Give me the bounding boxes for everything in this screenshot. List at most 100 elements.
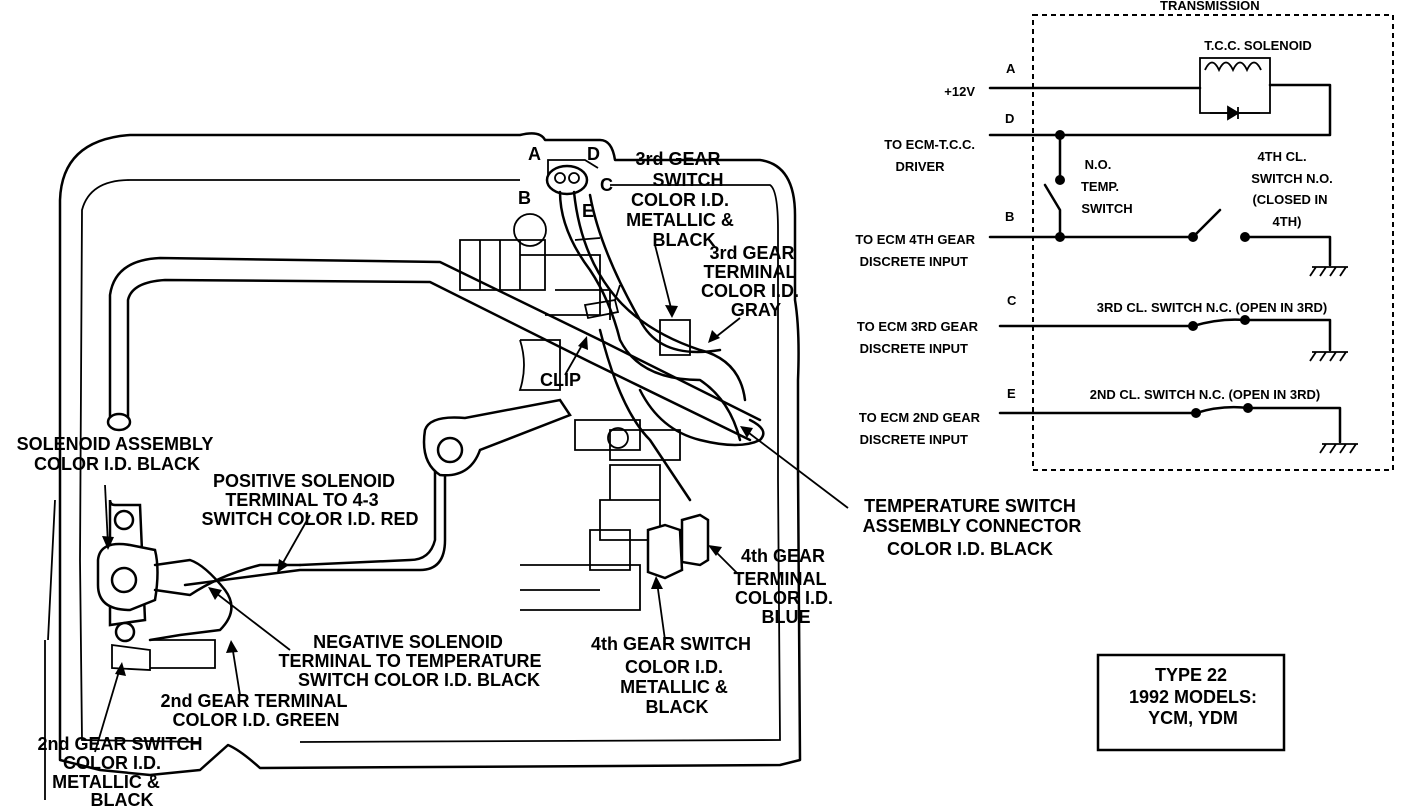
main-tube (108, 256, 762, 422)
fourth-switch-label-1: 4TH CL. (1257, 149, 1306, 164)
fourth-gear-terminal (680, 513, 710, 567)
model-box: TYPE 22 1992 MODELS: YCM, YDM (1096, 653, 1286, 752)
third-switch-label-5: BLACK (653, 230, 716, 250)
pin-d-label: D (1005, 111, 1014, 126)
fourth-terminal-label-3: COLOR I.D. (735, 588, 833, 608)
fourth-terminal-label-1: 4th GEAR (741, 546, 825, 566)
clip-band (574, 237, 620, 320)
third-terminal-label-3: COLOR I.D. (701, 281, 799, 301)
second-switch-label-2: COLOR I.D. (63, 753, 161, 773)
transmission-title: TRANSMISSION (1160, 0, 1260, 13)
ecm-2nd-label-2: DISCRETE INPUT (860, 432, 968, 447)
fourth-switch-label-4: BLACK (646, 697, 709, 717)
conn-b-label: B (518, 188, 531, 208)
conn-c-label: C (600, 175, 613, 195)
negative-terminal-label-3: SWITCH COLOR I.D. BLACK (298, 670, 540, 690)
solenoid-label-2: COLOR I.D. BLACK (34, 454, 200, 474)
connector-bracket (547, 159, 599, 175)
bracket-bolt (436, 436, 464, 464)
second-switch-label-1: 2nd GEAR SWITCH (38, 734, 203, 754)
model-box-line1: TYPE 22 (1155, 665, 1227, 685)
third-switch-label-3: COLOR I.D. (631, 190, 729, 210)
ground-4th (1243, 235, 1332, 267)
line-e (998, 405, 1342, 444)
second-switch-label-3: METALLIC & (52, 772, 160, 792)
plus-12v-label: +12V (944, 84, 975, 99)
model-box-line3: YCM, YDM (1148, 708, 1238, 728)
tube-end (106, 412, 132, 432)
conn-d-label: D (587, 144, 600, 164)
third-terminal-label-4: GRAY (731, 300, 781, 320)
line-c (998, 318, 1332, 352)
center-hole (607, 427, 629, 449)
fourth-terminal-label-4: BLUE (762, 607, 811, 627)
fourth-gear-switch (646, 523, 684, 580)
second-gear-switch (114, 621, 136, 643)
line-b (988, 208, 1222, 239)
electrical-schematic: TRANSMISSION T.C.C. SOLENOID A D B C E +… (855, 0, 1394, 471)
connector-a-e (545, 164, 589, 196)
pin-a-label: A (1006, 61, 1016, 76)
pin-c-label: C (1007, 293, 1017, 308)
solenoid-wire (148, 558, 302, 642)
third-switch-label: 3RD CL. SWITCH N.C. (OPEN IN 3RD) (1097, 300, 1327, 315)
arrow-heads (102, 305, 753, 676)
temp-switch-label-2: TEMP. (1081, 179, 1119, 194)
fourth-switch-label-2: SWITCH N.O. (1251, 171, 1333, 186)
third-switch-label-2: SWITCH (653, 170, 724, 190)
positive-terminal-label-3: SWITCH COLOR I.D. RED (202, 509, 419, 529)
clip-label: CLIP (540, 370, 581, 390)
wire-harness (558, 190, 765, 502)
conn-e-label: E (582, 201, 594, 221)
positive-terminal-label-2: TERMINAL TO 4-3 (225, 490, 378, 510)
fourth-switch-label-1: 4th GEAR SWITCH (591, 634, 751, 654)
temp-switch-label-1: N.O. (1085, 157, 1112, 172)
center-boss (513, 213, 547, 247)
valve-body-inner (79, 179, 781, 743)
transmission-illustration (44, 132, 849, 800)
conn-a-label: A (528, 144, 541, 164)
second-switch-label: 2ND CL. SWITCH N.C. (OPEN IN 3RD) (1090, 387, 1320, 402)
fourth-switch-label-4: 4TH) (1273, 214, 1302, 229)
main-tube-inner (126, 278, 752, 442)
fourth-switch-label-3: (CLOSED IN (1252, 192, 1327, 207)
illustration-labels: A D B C E 3rd GEAR SWITCH COLOR I.D. MET… (17, 144, 1082, 810)
temp-connector-label-2: ASSEMBLY CONNECTOR (863, 516, 1082, 536)
ecm-4th-label-1: TO ECM 4TH GEAR (855, 232, 975, 247)
ground-icons (1309, 266, 1358, 454)
pin-e-label: E (1007, 386, 1016, 401)
temp-connector-label-1: TEMPERATURE SWITCH (864, 496, 1076, 516)
second-terminal-label-1: 2nd GEAR TERMINAL (161, 691, 348, 711)
negative-terminal-label-1: NEGATIVE SOLENOID (313, 632, 503, 652)
temp-switch-blade (1043, 183, 1062, 239)
third-terminal-label-2: TERMINAL (704, 262, 797, 282)
second-gear-terminal (111, 639, 216, 671)
solenoid-bolt-top (113, 509, 135, 531)
ecm-tcc-label-2: DRIVER (895, 159, 945, 174)
fourth-switch-label-2: COLOR I.D. (625, 657, 723, 677)
temp-switch-label-3: SWITCH (1081, 201, 1132, 216)
fourth-switch-label-3: METALLIC & (620, 677, 728, 697)
fourth-terminal-label-2: TERMINAL (734, 569, 827, 589)
temp-connector-label-3: COLOR I.D. BLACK (887, 539, 1053, 559)
line-d (988, 83, 1332, 137)
tcc-solenoid-label: T.C.C. SOLENOID (1204, 38, 1312, 53)
solenoid-label-1: SOLENOID ASSEMBLY (17, 434, 214, 454)
second-terminal-label-2: COLOR I.D. GREEN (172, 710, 339, 730)
solenoid-bolt-mid (110, 566, 138, 594)
lower-rail (44, 499, 56, 800)
third-switch-label-1: 3rd GEAR (635, 149, 720, 169)
solenoid-coil-icon (1204, 61, 1262, 73)
ecm-2nd-label-1: TO ECM 2ND GEAR (859, 410, 981, 425)
negative-terminal-label-2: TERMINAL TO TEMPERATURE (278, 651, 541, 671)
ecm-3rd-label-2: DISCRETE INPUT (860, 341, 968, 356)
transmission-boundary (1032, 14, 1394, 471)
positive-terminal-label-1: POSITIVE SOLENOID (213, 471, 395, 491)
third-terminal-label-1: 3rd GEAR (709, 243, 794, 263)
pin-b-label: B (1005, 209, 1014, 224)
tube-arm (183, 458, 447, 587)
third-switch-label-4: METALLIC & (626, 210, 734, 230)
ecm-4th-label-2: DISCRETE INPUT (860, 254, 968, 269)
ecm-tcc-label-1: TO ECM-T.C.C. (884, 137, 975, 152)
